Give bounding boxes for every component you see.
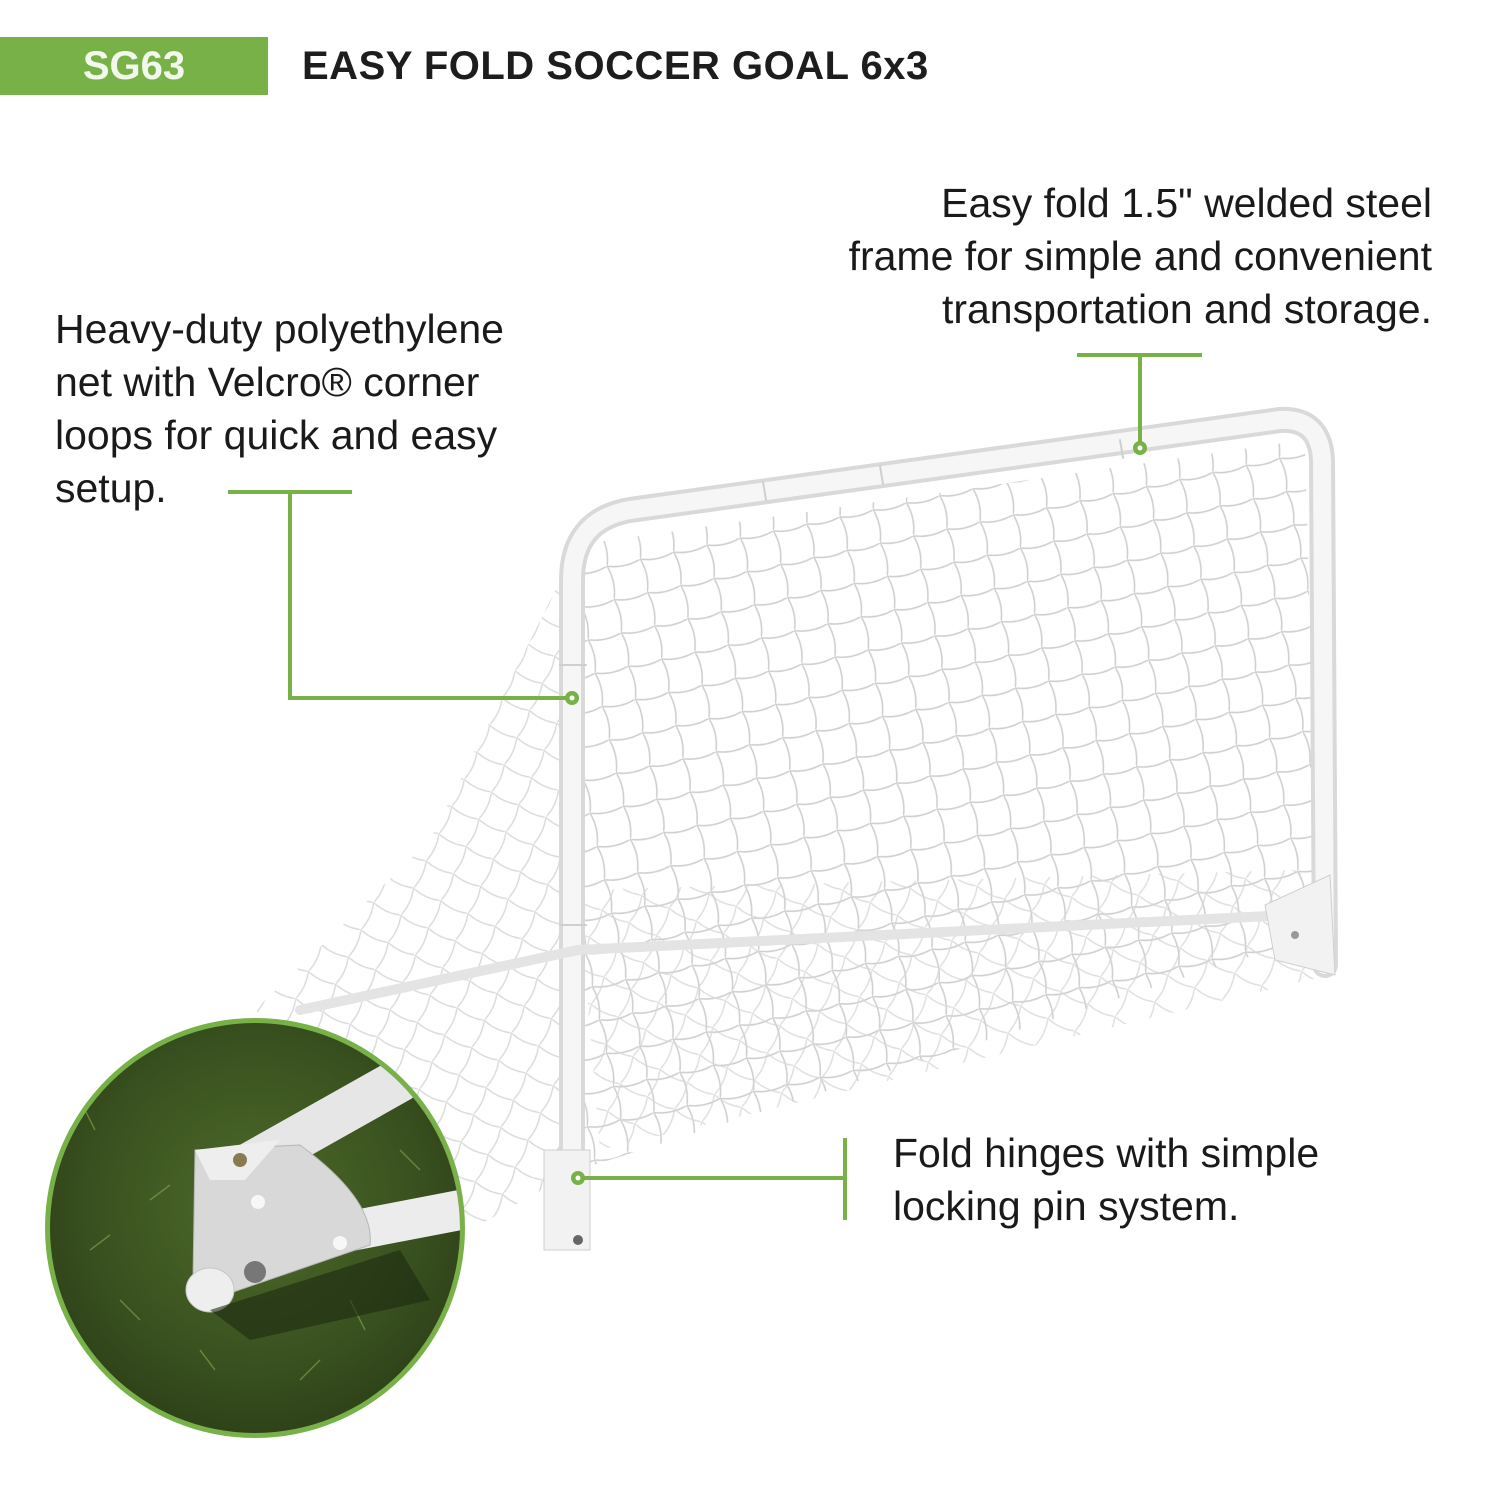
sku-badge: SG63: [0, 37, 268, 95]
callout-connectors: [228, 353, 1202, 1220]
hinge-bracket: [543, 874, 1336, 1251]
callout-hinges-line: locking pin system.: [893, 1183, 1240, 1229]
callout-net-line: loops for quick and easy: [55, 412, 498, 458]
goal-frame: [295, 406, 1338, 1218]
callout-frame-line: transportation and storage.: [941, 286, 1432, 332]
callout-net-line: setup.: [55, 465, 167, 511]
callout-frame-line: Easy fold 1.5" welded steel: [941, 180, 1432, 226]
callout-net-line: Heavy-duty polyethylene: [55, 306, 504, 352]
callout-net-line: net with Velcro® corner: [55, 359, 480, 405]
hinge-detail-inset: [45, 1018, 465, 1438]
callout-hinges: Fold hinges with simple locking pin syst…: [893, 1127, 1453, 1233]
callout-frame: Easy fold 1.5" welded steel frame for si…: [672, 177, 1432, 336]
callout-hinges-line: Fold hinges with simple: [893, 1130, 1320, 1176]
callout-net: Heavy-duty polyethylene net with Velcro®…: [55, 303, 615, 515]
product-title: EASY FOLD SOCCER GOAL 6x3: [302, 44, 929, 88]
callout-frame-line: frame for simple and convenient: [848, 233, 1432, 279]
